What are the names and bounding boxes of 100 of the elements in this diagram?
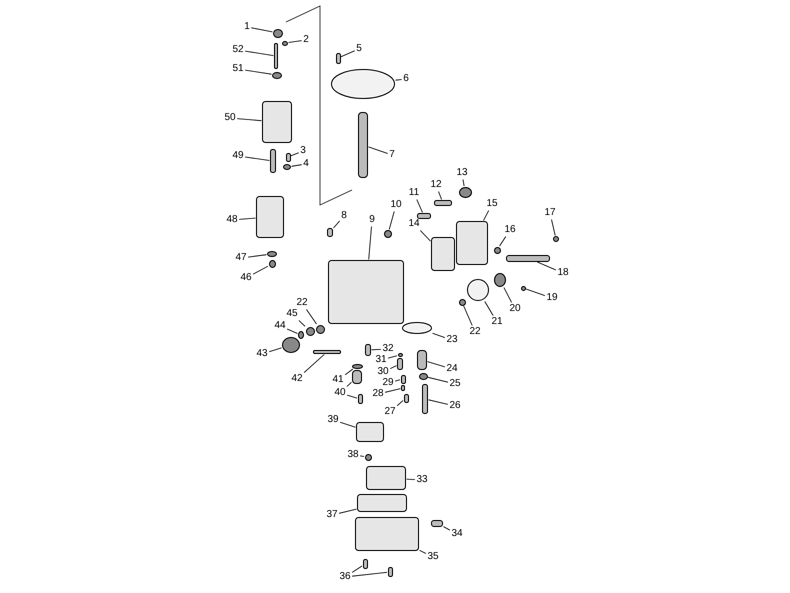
pin-part-drawing <box>404 394 408 402</box>
callout-number: 25 <box>449 379 461 389</box>
pin-part-drawing <box>270 149 276 173</box>
callout-number: 43 <box>256 349 268 359</box>
leader-line <box>427 361 446 368</box>
callout-number: 47 <box>235 253 247 263</box>
pin-part-drawing <box>365 344 371 356</box>
callout-number: 32 <box>382 344 394 354</box>
callout-number: 28 <box>372 389 384 399</box>
pin-part-drawing <box>506 254 550 262</box>
callout-number: 29 <box>382 378 394 388</box>
block-part-drawing <box>256 196 284 238</box>
leader-line <box>288 40 302 43</box>
leader-line <box>388 211 395 230</box>
callout-number: 39 <box>327 415 339 425</box>
pin-part-drawing <box>388 567 392 577</box>
leader-line <box>463 306 473 326</box>
leader-line <box>304 354 325 373</box>
leader-line <box>340 422 356 428</box>
leader-line <box>333 220 340 228</box>
pin-part-drawing <box>352 370 362 384</box>
callout-number: 34 <box>451 529 463 539</box>
leader-line <box>352 572 388 577</box>
leader-line <box>346 382 352 387</box>
block-part-drawing <box>356 422 384 442</box>
pin-part-drawing <box>401 385 405 391</box>
round-part-drawing <box>272 72 282 78</box>
callout-number: 4 <box>303 159 309 169</box>
leader-line <box>371 349 382 350</box>
leader-line <box>252 266 268 275</box>
round-part-drawing <box>283 164 291 170</box>
leader-line <box>420 230 431 242</box>
round-part-drawing <box>520 286 526 290</box>
callout-number: 21 <box>491 317 503 327</box>
leader-line <box>244 70 272 75</box>
callout-number: 7 <box>389 150 395 160</box>
callout-number: 15 <box>486 199 498 209</box>
leader-line <box>438 191 442 200</box>
callout-number: 17 <box>544 208 556 218</box>
callout-number: 49 <box>232 151 244 161</box>
callout-number: 42 <box>291 374 303 384</box>
pin-part-drawing <box>336 52 340 64</box>
block-part-drawing <box>328 260 404 324</box>
round-part-drawing <box>331 69 395 99</box>
leader-line <box>286 328 298 334</box>
leader-line <box>462 179 464 186</box>
round-part-drawing <box>418 372 428 380</box>
leader-line <box>499 236 506 246</box>
round-part-drawing <box>402 322 432 334</box>
round-part-drawing <box>398 353 402 357</box>
callout-number: 24 <box>446 364 458 374</box>
callout-number: 20 <box>509 304 521 314</box>
leader-line <box>406 478 416 480</box>
callout-number: 36 <box>339 572 351 582</box>
block-part-drawing <box>355 517 419 551</box>
callout-number: 38 <box>347 450 359 460</box>
pin-part-drawing <box>358 112 368 178</box>
callout-number: 52 <box>232 45 244 55</box>
pin-part-drawing <box>422 384 428 414</box>
leader-line <box>428 399 448 405</box>
callout-number: 23 <box>446 335 458 345</box>
round-part-drawing <box>268 260 276 268</box>
callout-number: 22 <box>469 327 481 337</box>
callout-number: 14 <box>408 219 420 229</box>
round-part-drawing <box>553 236 559 242</box>
block-part-drawing <box>431 237 455 271</box>
callout-number: 12 <box>430 180 442 190</box>
round-part-drawing <box>282 40 288 46</box>
callout-number: 19 <box>546 293 558 303</box>
callout-number: 45 <box>286 309 298 319</box>
leader-line <box>268 348 282 352</box>
callout-number: 51 <box>232 64 244 74</box>
callout-number: 35 <box>427 552 439 562</box>
round-part-drawing <box>298 331 304 339</box>
callout-number: 9 <box>369 215 375 225</box>
callout-number: 5 <box>356 44 362 54</box>
pin-part-drawing <box>417 350 427 370</box>
leader-line <box>396 400 404 406</box>
leader-line <box>536 262 556 270</box>
leader-line <box>340 50 356 58</box>
callout-number: 26 <box>449 401 461 411</box>
pin-part-drawing <box>362 559 368 569</box>
pin-part-drawing <box>327 228 333 236</box>
callout-number: 44 <box>274 321 286 331</box>
leader-line <box>291 164 302 167</box>
pin-part-drawing <box>417 213 431 219</box>
callout-number: 48 <box>226 215 238 225</box>
callout-number: 27 <box>384 407 396 417</box>
leader-line <box>384 388 401 393</box>
leader-line <box>248 254 267 258</box>
callout-number: 37 <box>326 510 338 520</box>
leader-line <box>526 288 546 296</box>
leader-line <box>306 309 317 324</box>
leader-line <box>394 379 400 382</box>
callout-number: 50 <box>224 113 236 123</box>
block-part-drawing <box>262 101 292 143</box>
callout-number: 3 <box>300 146 306 156</box>
round-part-drawing <box>306 326 314 336</box>
callout-number: 2 <box>303 35 309 45</box>
leader-line <box>551 219 556 236</box>
